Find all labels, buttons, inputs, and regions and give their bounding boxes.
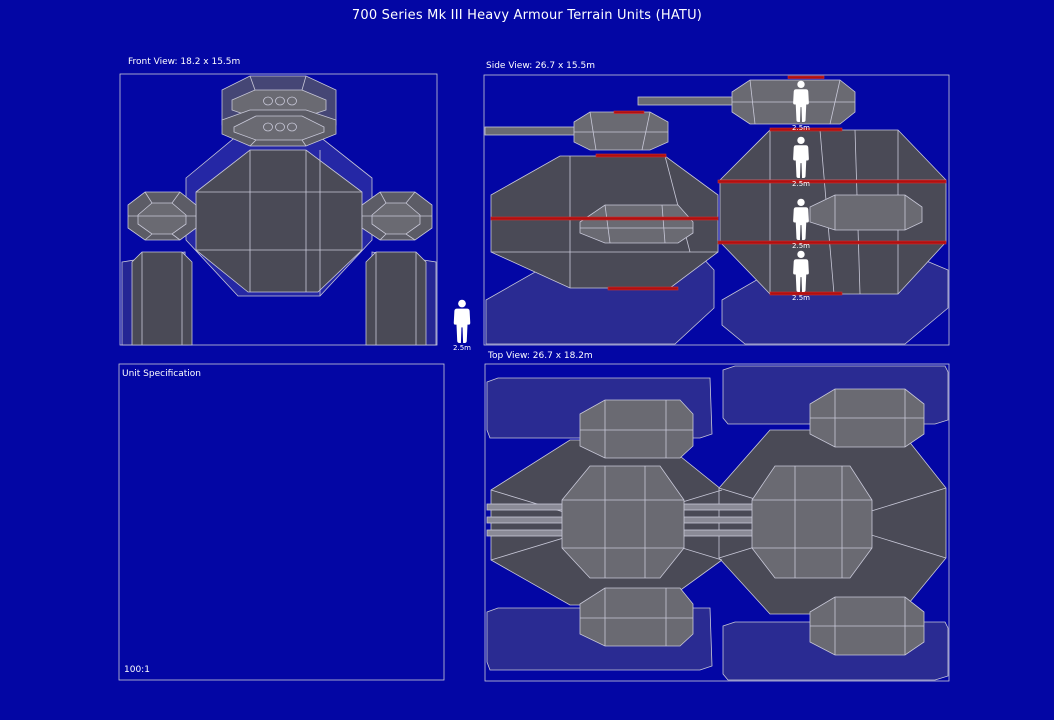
- front-view-drawing: [119, 73, 438, 346]
- scale-figure-label: 2.5m: [453, 344, 471, 352]
- top-view-frame: [484, 363, 950, 682]
- scale-figure-center: 2.5m: [453, 299, 471, 352]
- scale-figure-label: 2.5m: [792, 124, 810, 132]
- side-view-label: Side View: 26.7 x 15.5m: [486, 61, 595, 71]
- front-view-frame: [119, 73, 438, 346]
- scale-label: 100:1: [124, 665, 150, 675]
- side-view-frame: [483, 74, 950, 346]
- spec-panel-frame: [118, 363, 445, 681]
- scale-figure-label: 2.5m: [792, 180, 810, 188]
- top-view-label: Top View: 26.7 x 18.2m: [488, 351, 593, 361]
- front-view-label: Front View: 18.2 x 15.5m: [128, 57, 241, 67]
- top-view-drawing: [484, 363, 950, 682]
- spec-panel-title: Unit Specification: [122, 369, 201, 379]
- scale-figure-label: 2.5m: [792, 242, 810, 250]
- scale-figures-side: 2.5m 2.5m 2.5m 2.5m: [792, 80, 810, 302]
- scale-figure-label: 2.5m: [792, 294, 810, 302]
- side-view-drawing: [483, 74, 950, 346]
- drawing-title: 700 Series Mk III Heavy Armour Terrain U…: [351, 8, 703, 23]
